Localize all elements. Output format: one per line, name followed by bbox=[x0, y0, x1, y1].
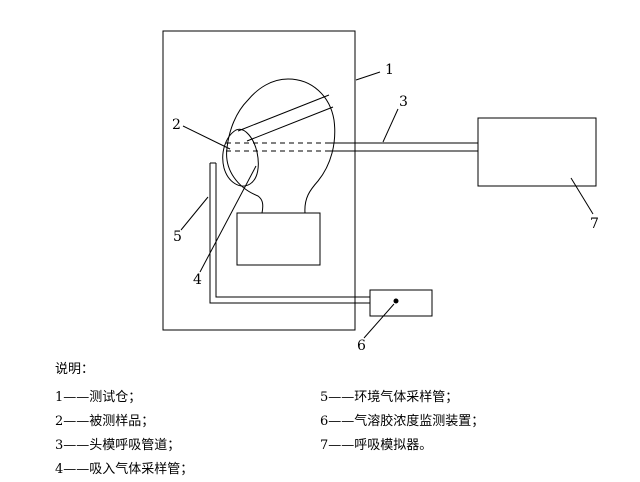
breathing-simulator-box bbox=[477, 117, 597, 187]
callout-label-6: 6 bbox=[357, 338, 366, 354]
callout-label-7: 7 bbox=[590, 216, 599, 232]
legend-column-left: 1——测试仓； 2——被测样品； 3——头模呼吸管道； 4——吸入气体采样管； bbox=[55, 386, 320, 482]
legend-item-5: 5——环境气体采样管； bbox=[320, 390, 459, 405]
legend-title: 说明： bbox=[55, 362, 95, 377]
leader-line-2 bbox=[182, 125, 231, 150]
legend-item-7: 7——呼吸模拟器。 bbox=[320, 438, 433, 453]
legend-item-1: 1——测试仓； bbox=[55, 390, 142, 405]
callout-label-5: 5 bbox=[173, 229, 182, 245]
legend-item-6: 6——气溶胶浓度监测装置； bbox=[320, 414, 485, 429]
legend: 说明： 1——测试仓； 2——被测样品； 3——头模呼吸管道； 4——吸入气体采… bbox=[55, 358, 630, 482]
leader-line-3 bbox=[382, 108, 399, 143]
leader-line-7 bbox=[570, 177, 594, 215]
aerosol-monitor-port-dot bbox=[393, 298, 399, 304]
leader-line-5 bbox=[180, 196, 209, 231]
callout-label-3: 3 bbox=[399, 94, 408, 110]
leader-line-4 bbox=[199, 165, 257, 273]
mask-strap-upper bbox=[237, 94, 330, 132]
test-chamber-rect bbox=[162, 30, 356, 331]
legend-columns: 1——测试仓； 2——被测样品； 3——头模呼吸管道； 4——吸入气体采样管； … bbox=[55, 386, 630, 482]
ambient-sampling-tube-outer bbox=[209, 163, 370, 304]
legend-item-2: 2——被测样品； bbox=[55, 414, 155, 429]
head-base-rect bbox=[236, 212, 321, 266]
legend-column-right: 5——环境气体采样管； 6——气溶胶浓度监测装置； 7——呼吸模拟器。 bbox=[320, 386, 630, 482]
aerosol-monitor-box bbox=[369, 289, 433, 317]
callout-label-2: 2 bbox=[172, 117, 181, 133]
head-form-outline bbox=[226, 78, 336, 214]
mask-strap-lower bbox=[246, 106, 334, 142]
mask-sample-outline bbox=[222, 128, 259, 187]
ambient-sampling-tube-inner bbox=[215, 163, 370, 298]
leader-line-6 bbox=[363, 303, 395, 339]
callout-label-1: 1 bbox=[385, 62, 394, 78]
leader-line-1 bbox=[355, 71, 381, 81]
legend-item-4: 4——吸入气体采样管； bbox=[55, 462, 194, 477]
callout-label-4: 4 bbox=[193, 272, 202, 288]
legend-item-3: 3——头模呼吸管道； bbox=[55, 438, 181, 453]
